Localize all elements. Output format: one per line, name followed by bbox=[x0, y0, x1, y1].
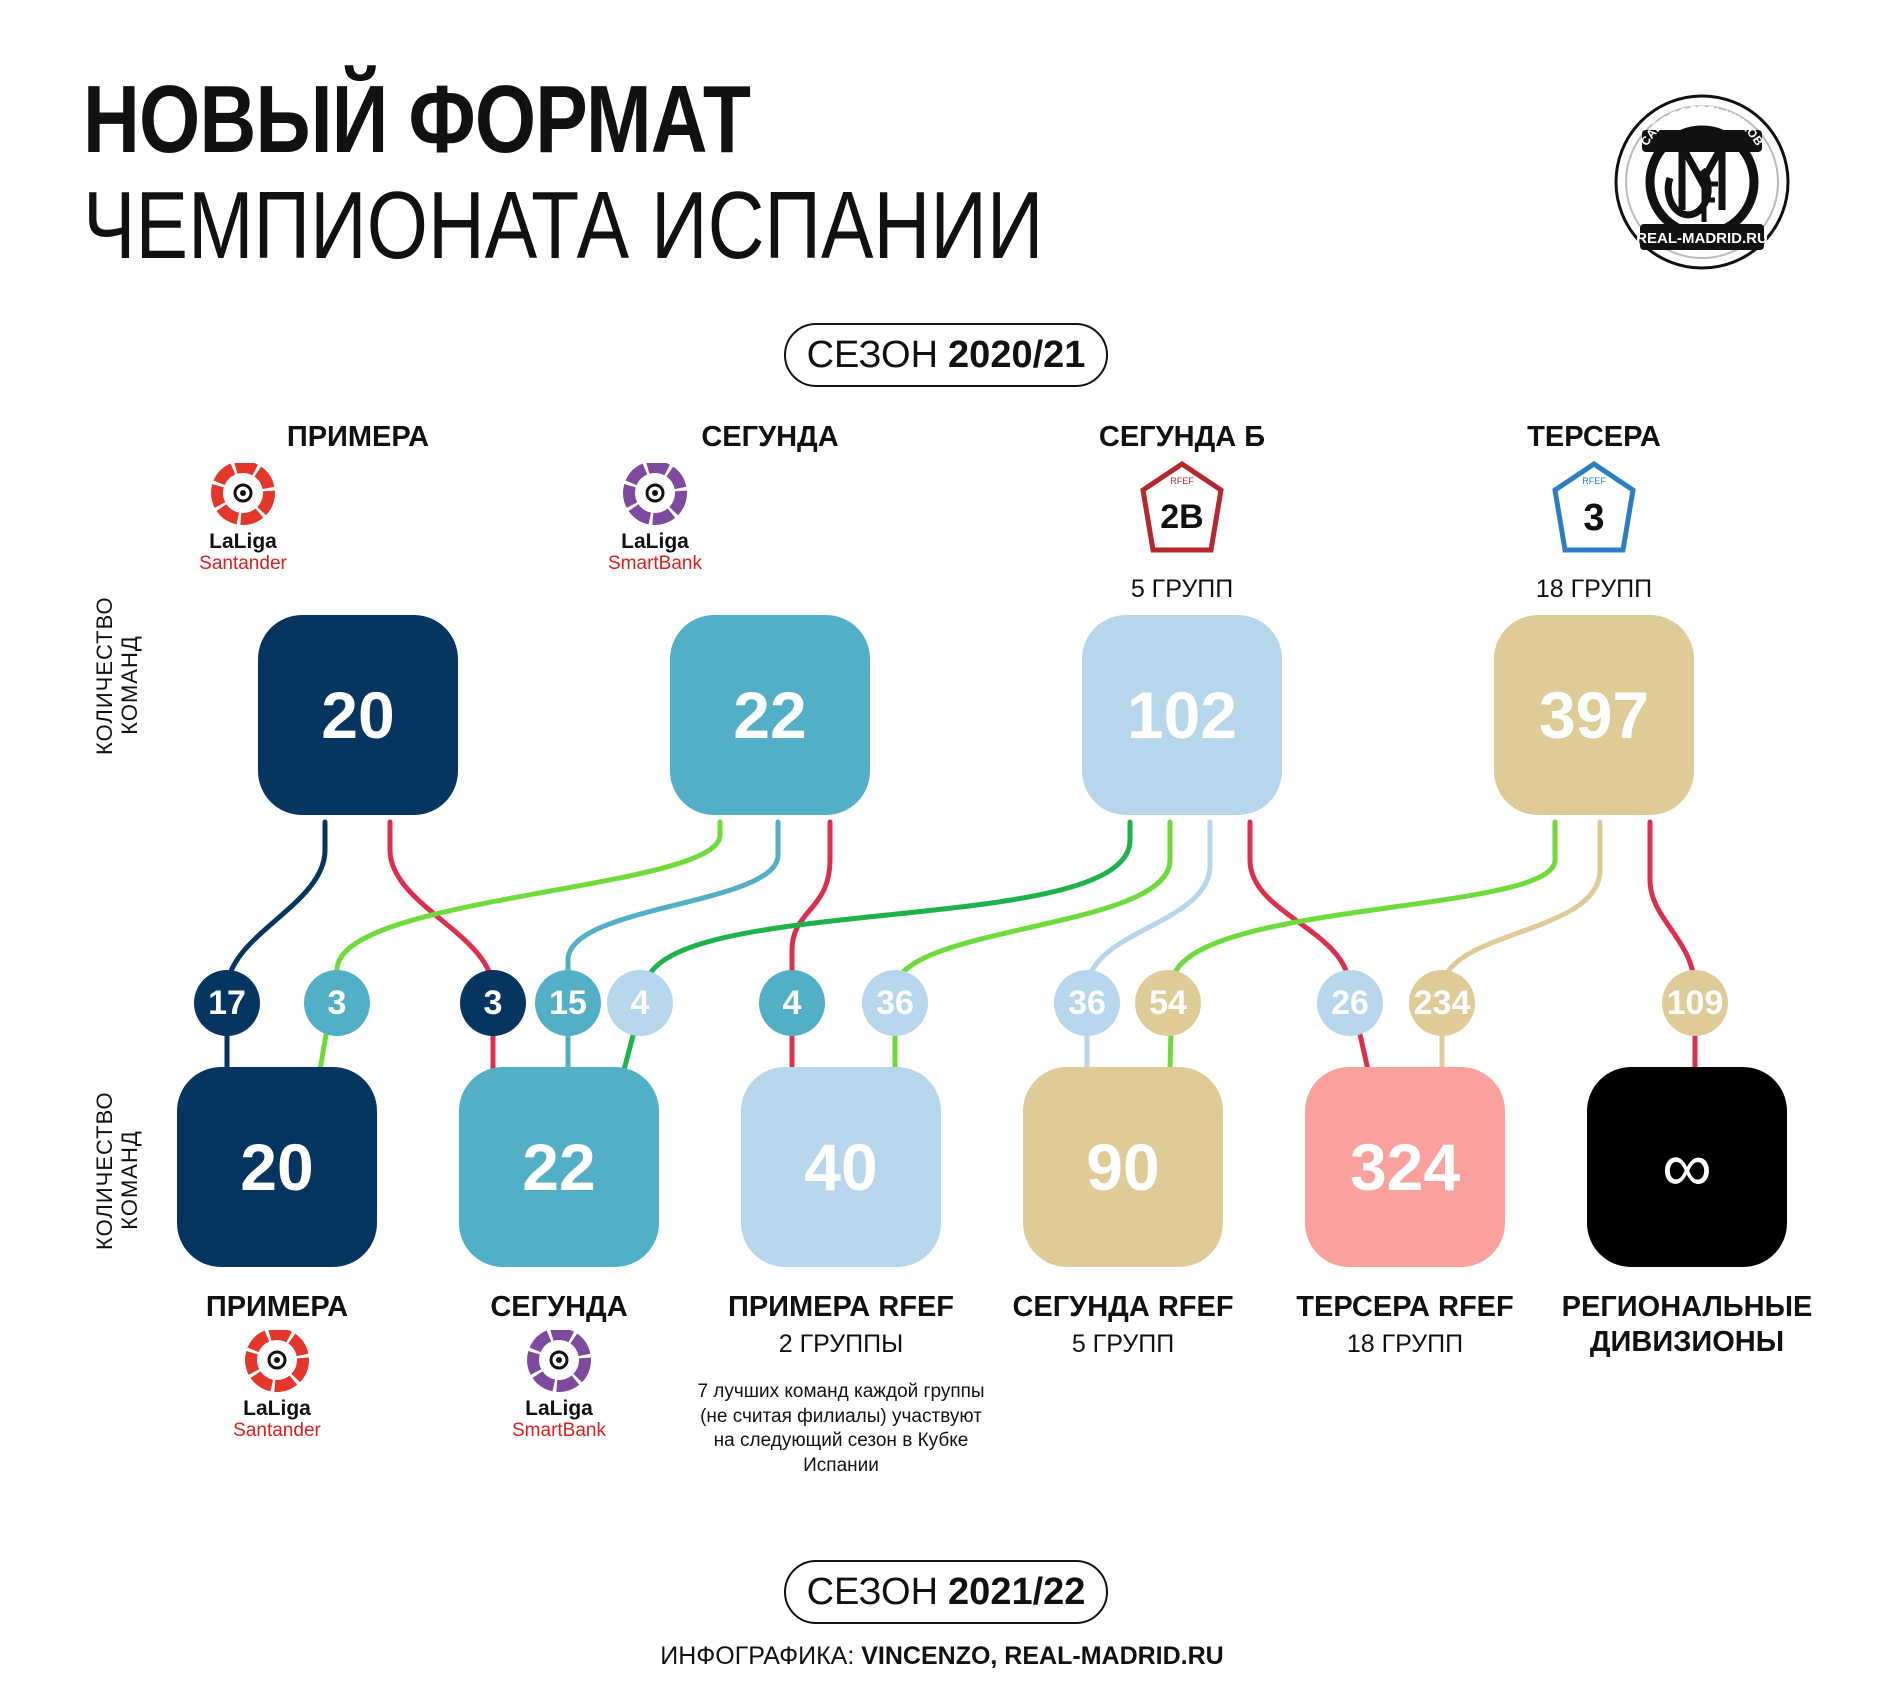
infinity-icon: ∞ bbox=[1662, 1128, 1712, 1206]
transfer-circle: 234 bbox=[1409, 970, 1475, 1036]
flow-line-segunda-b-to-segunda-rfef bbox=[1084, 819, 1213, 1073]
credit-prefix: ИНФОГРАФИКА: bbox=[660, 1642, 855, 1670]
season-top-prefix: СЕЗОН bbox=[806, 333, 939, 376]
bottom-box-primera-rfef: 40 bbox=[741, 1067, 941, 1267]
transfer-circle: 15 bbox=[535, 970, 601, 1036]
flow-line-segunda-to-primera bbox=[317, 819, 723, 1073]
primera-rfef-note: 7 лучших команд каждой группы (не считая… bbox=[697, 1381, 985, 1477]
bottom-box-segunda: 22 bbox=[459, 1067, 659, 1267]
transfer-circle: 17 bbox=[194, 970, 260, 1036]
svg-text:RFEF: RFEF bbox=[1582, 476, 1606, 486]
transfer-circle: 36 bbox=[1054, 970, 1120, 1036]
top-division-tercera-label: ТЕРСЕРА bbox=[1527, 421, 1661, 453]
rfef-2b-text: 2B bbox=[1160, 498, 1203, 536]
bottom-box-tercera-rfef: 324 bbox=[1305, 1067, 1505, 1267]
transfer-circle: 4 bbox=[607, 970, 673, 1036]
transfer-circle: 4 bbox=[759, 970, 825, 1036]
top-box-segunda: 22 bbox=[670, 615, 870, 815]
flow-line-primera-to-primera bbox=[224, 819, 328, 1073]
laliga-word: LaLiga bbox=[621, 530, 689, 553]
top-division-segunda-b-groups: 5 ГРУПП bbox=[1130, 575, 1234, 603]
laliga-smartbank-logo-bottom: LaLiga SmartBank bbox=[512, 1330, 606, 1441]
transfer-circle: 3 bbox=[304, 970, 370, 1036]
flow-line-tercera-to-segunda-rfef bbox=[1167, 819, 1558, 1073]
season-bottom-year: 2021/22 bbox=[948, 1570, 1086, 1613]
title-line-2: ЧЕМПИОНАТА ИСПАНИИ bbox=[83, 172, 1044, 279]
laliga-sponsor: SmartBank bbox=[608, 553, 702, 574]
regional-label-line1: РЕГИОНАЛЬНЫЕ bbox=[1561, 1291, 1813, 1323]
rfef-3-text: 3 bbox=[1583, 497, 1604, 539]
transfer-circle: 54 bbox=[1135, 970, 1201, 1036]
top-division-segunda-b-label: СЕГУНДА Б bbox=[1098, 421, 1266, 453]
transfer-circle: 26 bbox=[1317, 970, 1383, 1036]
laliga-sponsor: Santander bbox=[233, 1420, 321, 1441]
bottom-division-primera-label: ПРИМЕРА bbox=[205, 1291, 349, 1323]
season-bottom-prefix: СЕЗОН bbox=[806, 1570, 939, 1613]
bottom-division-regional-label: РЕГИОНАЛЬНЫЕ ДИВИЗИОНЫ bbox=[1562, 1290, 1813, 1360]
flow-line-tercera-to-tercera-rfef bbox=[1439, 819, 1603, 1073]
bottom-division-segunda-label: СЕГУНДА bbox=[490, 1291, 628, 1323]
rfef-3-emblem: RFEF 3 bbox=[1552, 460, 1636, 553]
flow-line-segunda-to-primera-rfef bbox=[789, 819, 833, 1073]
bottom-division-tercera-rfef-groups: 18 ГРУПП bbox=[1346, 1330, 1464, 1358]
laliga-word: LaLiga bbox=[243, 1397, 311, 1420]
bottom-division-primera-rfef-groups: 2 ГРУППЫ bbox=[778, 1330, 904, 1358]
top-division-segunda-label: СЕГУНДА bbox=[701, 421, 839, 453]
bottom-box-segunda-rfef: 90 bbox=[1023, 1067, 1223, 1267]
laliga-word: LaLiga bbox=[209, 530, 277, 553]
top-box-primera: 20 bbox=[258, 615, 458, 815]
top-division-primera-label: ПРИМЕРА bbox=[286, 421, 430, 453]
season-top-year: 2020/21 bbox=[948, 333, 1086, 376]
top-box-segunda-b: 102 bbox=[1082, 615, 1282, 815]
bottom-division-segunda-rfef-groups: 5 ГРУПП bbox=[1071, 1330, 1175, 1358]
title-line-1: НОВЫЙ ФОРМАТ bbox=[83, 66, 751, 173]
transfer-circle: 36 bbox=[862, 970, 928, 1036]
laliga-word: LaLiga bbox=[525, 1397, 593, 1420]
laliga-santander-logo-bottom: LaLiga Santander bbox=[233, 1330, 322, 1441]
bottom-box-regional: ∞ bbox=[1587, 1067, 1787, 1267]
transfer-circle: 3 bbox=[460, 970, 526, 1036]
flow-line-segunda-b-to-primera-rfef bbox=[892, 819, 1173, 1073]
bottom-division-segunda-rfef-label: СЕГУНДА RFEF bbox=[1012, 1291, 1234, 1323]
transfer-circle: 109 bbox=[1662, 970, 1728, 1036]
bottom-division-primera-rfef-label: ПРИМЕРА RFEF bbox=[727, 1291, 955, 1323]
laliga-santander-logo-top: LaLiga Santander bbox=[199, 463, 288, 574]
regional-label-line2: ДИВИЗИОНЫ bbox=[1589, 1325, 1785, 1358]
rfef-2b-emblem: RFEF 2B bbox=[1140, 460, 1224, 553]
svg-text:RFEF: RFEF bbox=[1170, 476, 1194, 486]
laliga-sponsor: SmartBank bbox=[512, 1420, 606, 1441]
top-division-tercera-groups: 18 ГРУПП bbox=[1535, 575, 1653, 603]
flow-line-segunda-to-segunda bbox=[565, 819, 781, 1073]
bottom-box-primera: 20 bbox=[177, 1067, 377, 1267]
top-box-tercera: 397 bbox=[1494, 615, 1694, 815]
real-madrid-ru-badge: САЙТ БОЛЕЛЬЩИКОВ REAL-MADRID.RU bbox=[1614, 94, 1790, 270]
laliga-smartbank-logo-top: LaLiga SmartBank bbox=[608, 463, 702, 574]
credit: ИНФОГРАФИКА: VINCENZO, REAL-MADRID.RU bbox=[660, 1642, 1223, 1671]
flow-line-segunda-b-to-segunda bbox=[621, 819, 1133, 1073]
credit-authors: VINCENZO, REAL-MADRID.RU bbox=[861, 1642, 1224, 1670]
flow-line-primera-to-segunda bbox=[387, 819, 496, 1073]
laliga-sponsor: Santander bbox=[199, 553, 287, 574]
bottom-division-tercera-rfef-label: ТЕРСЕРА RFEF bbox=[1296, 1291, 1514, 1323]
badge-arc-bottom: REAL-MADRID.RU bbox=[1636, 230, 1768, 247]
